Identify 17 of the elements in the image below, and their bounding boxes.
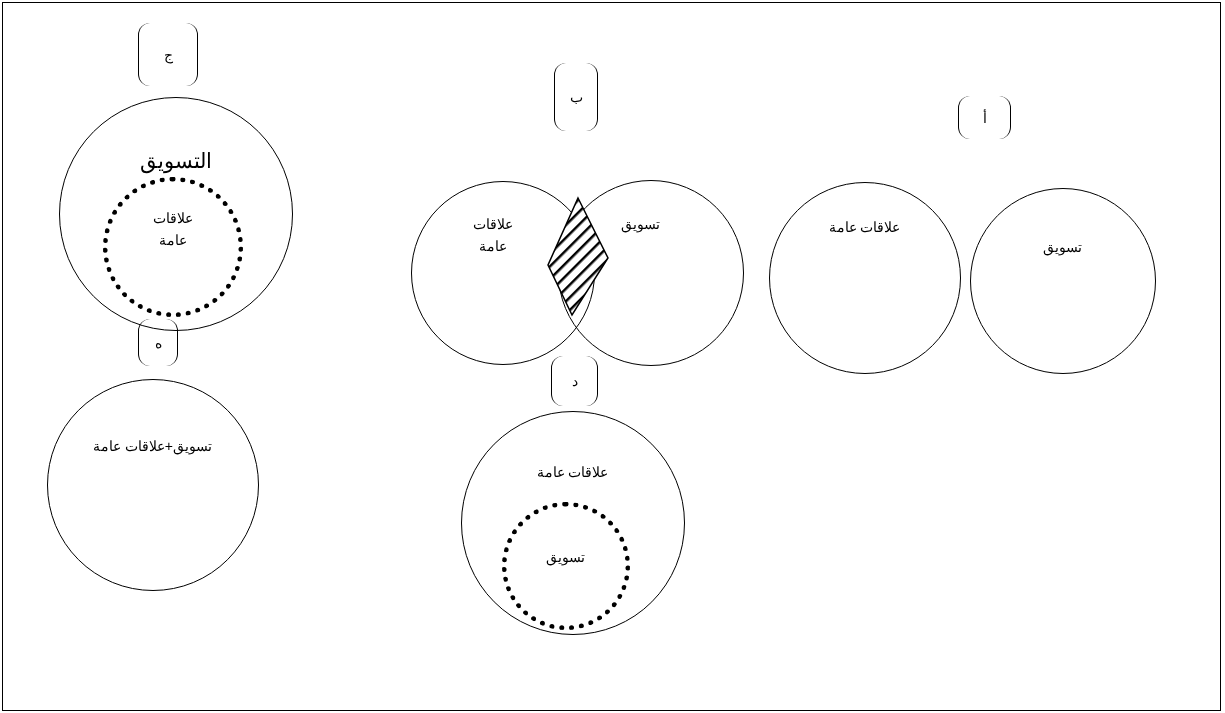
circle-label: علاقات عامة (151, 208, 194, 250)
circle-label: تسويق (545, 547, 586, 568)
circle-label: علاقات عامة (471, 214, 514, 256)
panel-letter: ه (153, 334, 163, 351)
circle-label: تسويق (1042, 237, 1083, 258)
circle-label: تسويق+علاقات عامة (91, 436, 214, 457)
dotted-circle (102, 176, 243, 317)
circle-label: تسويق (620, 214, 661, 235)
circle-label: التسويق (138, 147, 213, 176)
hatched-overlap (547, 196, 609, 317)
circle-label: علاقات عامة (535, 462, 610, 482)
circle-label: علاقات عامة (827, 217, 902, 237)
panel-letter: د (570, 373, 579, 389)
panel-letter: أ (981, 109, 988, 126)
panel-letter: ب (568, 89, 584, 105)
dotted-circle (501, 501, 630, 630)
panel-letter: ج (162, 46, 174, 63)
